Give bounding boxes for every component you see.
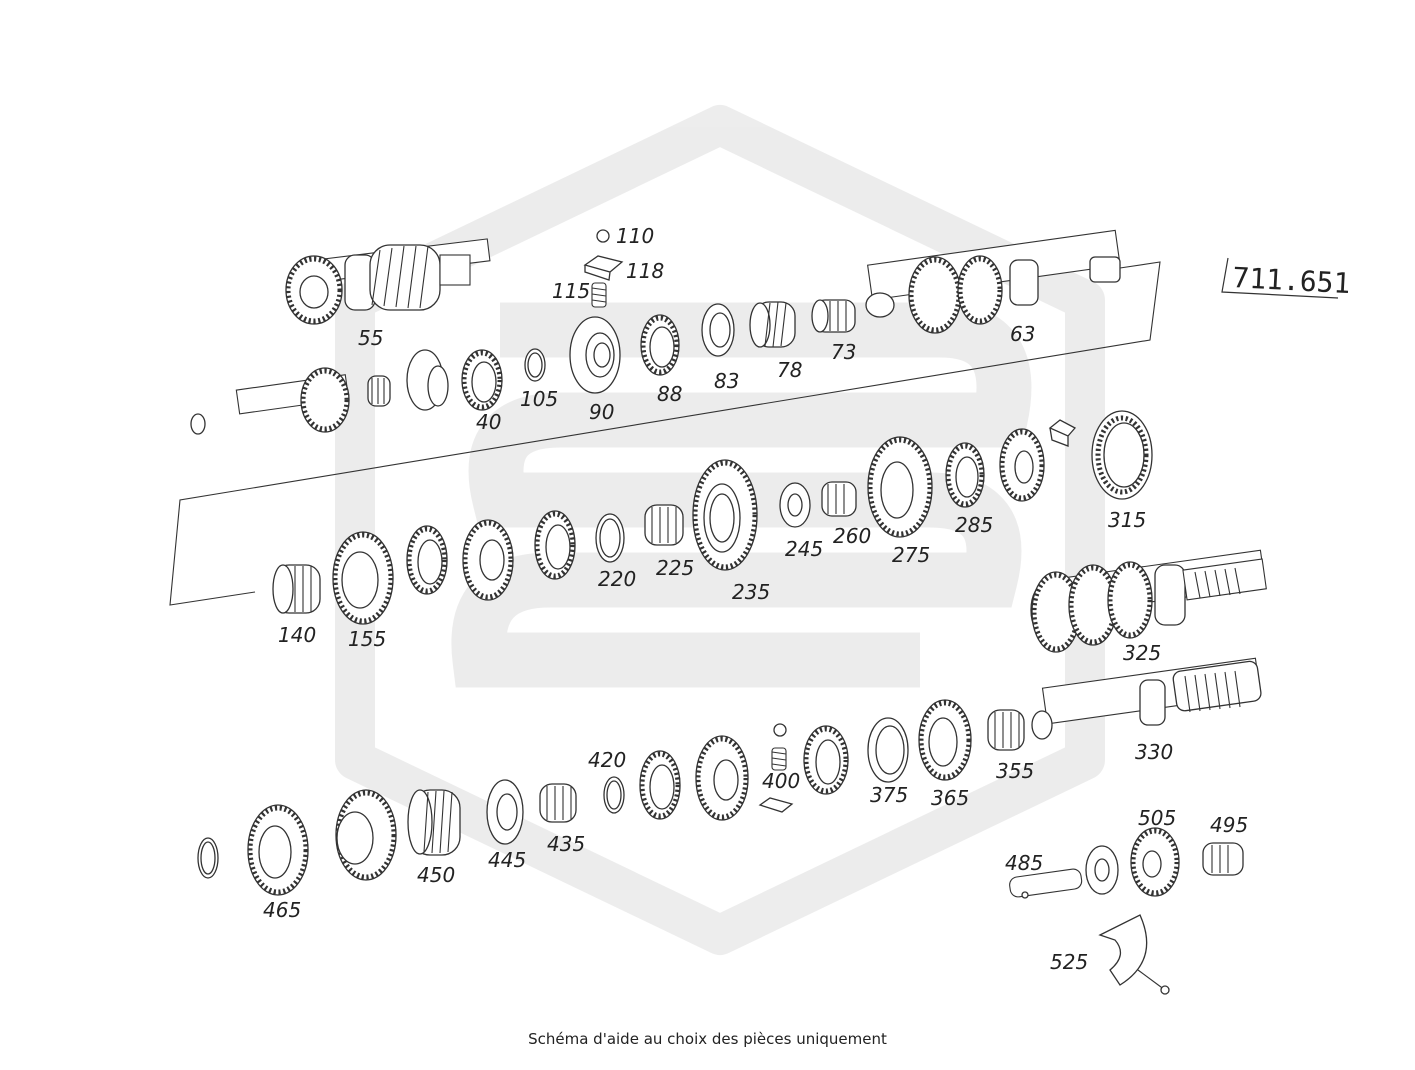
part-315-sleeve[interactable] xyxy=(1091,410,1153,500)
label-110: 110 xyxy=(616,224,654,248)
part-110-ball[interactable] xyxy=(596,229,610,243)
part-88-synchro-ring[interactable] xyxy=(640,314,680,376)
label-83: 83 xyxy=(714,369,739,393)
part-78-gear[interactable] xyxy=(749,301,796,348)
part-gear-row3-left[interactable] xyxy=(335,789,397,881)
part-445-plate[interactable] xyxy=(486,779,524,845)
label-325: 325 xyxy=(1123,641,1161,665)
part-83-ring[interactable] xyxy=(701,303,735,357)
part-505-gear[interactable] xyxy=(1130,827,1180,897)
label-118: 118 xyxy=(626,259,664,283)
label-88: 88 xyxy=(657,382,682,406)
part-55-shaft[interactable] xyxy=(285,238,491,325)
part-355-needle-bearing[interactable] xyxy=(987,709,1025,751)
label-105: 105 xyxy=(520,387,558,411)
label-525: 525 xyxy=(1050,950,1088,974)
label-225: 225 xyxy=(656,556,694,580)
part-cone[interactable] xyxy=(406,349,449,411)
label-330: 330 xyxy=(1135,740,1173,764)
reference-code-text: 711.651 xyxy=(1232,261,1352,300)
label-465: 465 xyxy=(263,898,301,922)
part-40-synchro-ring[interactable] xyxy=(461,349,503,411)
part-465-gear[interactable] xyxy=(247,804,309,896)
part-525-fork[interactable] xyxy=(1098,914,1148,986)
part-synchro-hub-row3[interactable] xyxy=(695,735,749,821)
part-bolt[interactable] xyxy=(1137,969,1170,995)
label-285: 285 xyxy=(955,513,993,537)
label-275: 275 xyxy=(892,543,930,567)
label-220: 220 xyxy=(598,567,636,591)
diagram-caption: Schéma d'aide au choix des pièces unique… xyxy=(528,1030,887,1048)
part-235-gear[interactable] xyxy=(692,459,758,571)
label-450: 450 xyxy=(417,863,455,887)
part-73-bearing[interactable] xyxy=(811,299,856,333)
label-375: 375 xyxy=(870,783,908,807)
group-bracket xyxy=(169,261,1161,606)
part-105-circlip[interactable] xyxy=(524,348,546,382)
label-505: 505 xyxy=(1138,806,1176,830)
part-synchro-ring-row2a[interactable] xyxy=(406,525,448,595)
label-445: 445 xyxy=(488,848,526,872)
part-input-shaft[interactable] xyxy=(235,367,350,433)
label-485: 485 xyxy=(1005,851,1043,875)
part-synchro-hub-row2b[interactable] xyxy=(999,428,1045,502)
part-synchro-ring-row3b[interactable] xyxy=(639,750,681,820)
part-420-circlip[interactable] xyxy=(603,776,625,814)
label-235: 235 xyxy=(732,580,770,604)
part-275-gear[interactable] xyxy=(867,436,933,538)
label-365: 365 xyxy=(931,786,969,810)
part-generic-circlip-left[interactable] xyxy=(190,413,206,435)
part-330-shaft[interactable] xyxy=(1031,657,1262,740)
part-260-needle-bearing[interactable] xyxy=(821,481,857,517)
part-circlip-row3-left[interactable] xyxy=(197,837,219,879)
label-140: 140 xyxy=(278,623,316,647)
part-synchro-ring-row3[interactable] xyxy=(803,725,849,795)
label-115: 115 xyxy=(552,279,590,303)
label-63: 63 xyxy=(1010,322,1035,346)
label-420: 420 xyxy=(588,748,626,772)
label-40: 40 xyxy=(476,410,501,434)
label-73: 73 xyxy=(831,340,856,364)
part-375-ring[interactable] xyxy=(867,717,909,783)
label-435: 435 xyxy=(547,832,585,856)
part-400-detent[interactable] xyxy=(758,723,794,813)
part-285-synchro-ring[interactable] xyxy=(945,442,985,508)
part-63-shaft[interactable] xyxy=(865,229,1121,334)
part-325-shaft[interactable] xyxy=(1030,549,1267,653)
part-key-block[interactable] xyxy=(1048,419,1077,447)
label-260: 260 xyxy=(833,524,871,548)
label-55: 55 xyxy=(358,326,383,350)
label-90: 90 xyxy=(589,400,614,424)
label-495: 495 xyxy=(1210,813,1248,837)
part-245-washer[interactable] xyxy=(779,482,811,528)
part-485-pin[interactable] xyxy=(1009,868,1083,899)
label-155: 155 xyxy=(348,627,386,651)
part-washer-reverse[interactable] xyxy=(1085,845,1119,895)
label-355: 355 xyxy=(996,759,1034,783)
part-115-spring[interactable] xyxy=(591,282,607,308)
part-365-gear[interactable] xyxy=(918,699,972,781)
part-155-gear[interactable] xyxy=(332,531,394,625)
part-435-needle-bearing[interactable] xyxy=(539,783,577,823)
part-225-needle-bearing[interactable] xyxy=(644,504,684,546)
part-450-gear[interactable] xyxy=(407,789,461,856)
label-78: 78 xyxy=(777,358,802,382)
part-220-circlip[interactable] xyxy=(595,513,625,563)
part-needle-bearing-small[interactable] xyxy=(367,375,391,407)
part-synchro-hub-row2[interactable] xyxy=(462,519,514,601)
reference-code: 711.651 xyxy=(1221,257,1352,300)
part-140-bearing[interactable] xyxy=(272,564,321,614)
label-315: 315 xyxy=(1108,508,1146,532)
part-495-needle-bearing[interactable] xyxy=(1202,842,1244,876)
label-245: 245 xyxy=(785,537,823,561)
part-118-block[interactable] xyxy=(583,255,624,281)
part-90-sleeve[interactable] xyxy=(569,316,621,394)
part-synchro-ring-row2b[interactable] xyxy=(534,510,576,580)
label-400: 400 xyxy=(762,769,800,793)
part-labels: 55 110 118 115 63 40 105 90 88 83 78 73 … xyxy=(263,224,1248,974)
